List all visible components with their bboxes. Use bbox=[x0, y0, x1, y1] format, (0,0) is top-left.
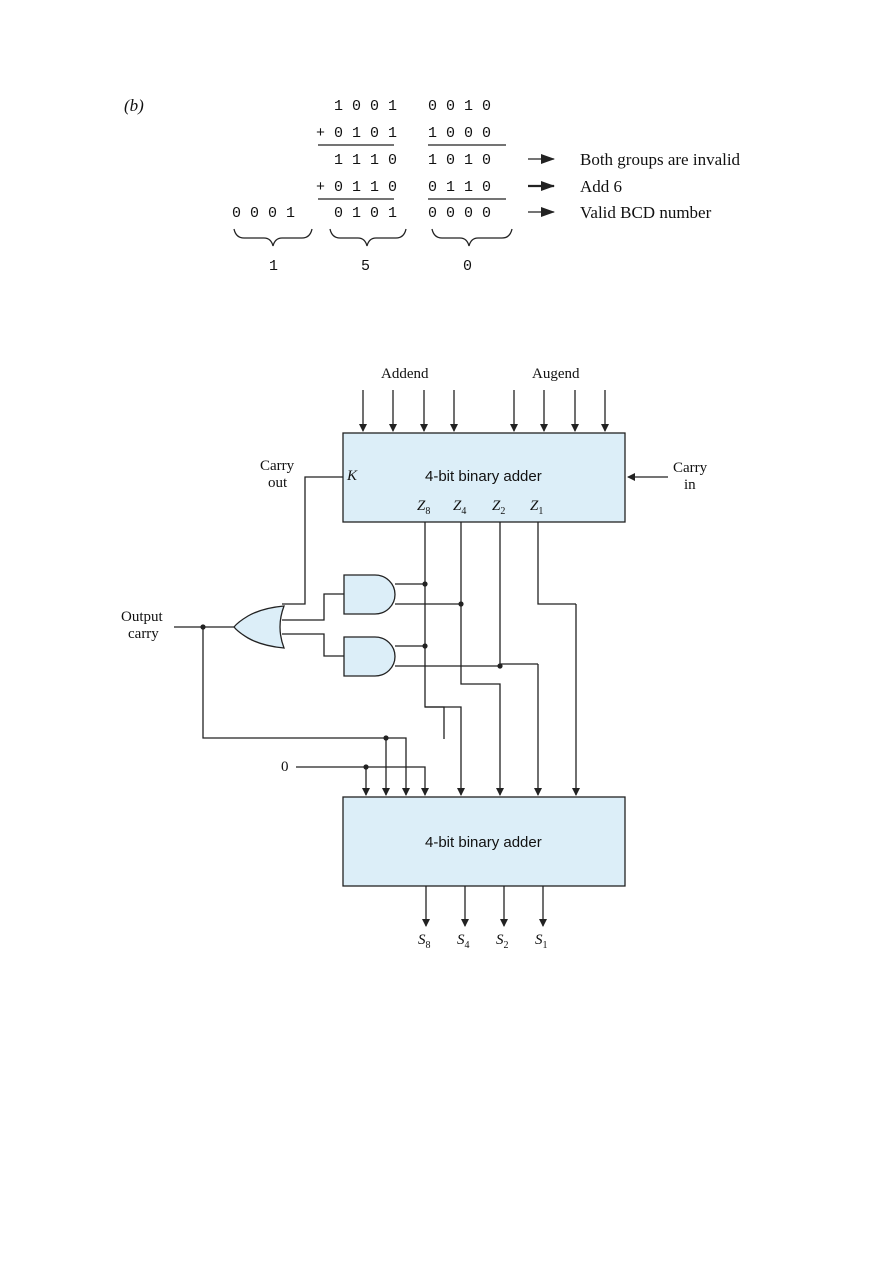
z8-label: Z8 bbox=[417, 498, 431, 517]
s8-label: S8 bbox=[418, 932, 431, 951]
bcd-row-5-note: Valid BCD number bbox=[580, 203, 712, 222]
bcd-row-3-note: Both groups are invalid bbox=[580, 150, 741, 169]
bcd-row-1-upper: 1 0 0 1 bbox=[334, 98, 398, 115]
z4-to-bottom bbox=[483, 683, 504, 796]
bcd-row-3-upper: 1 1 1 0 bbox=[334, 152, 398, 169]
z4-label: Z4 bbox=[453, 498, 467, 517]
output-carry-label-2: carry bbox=[128, 626, 159, 642]
and2-out bbox=[282, 633, 344, 657]
bcd-digit-0: 0 bbox=[463, 258, 473, 275]
z2-wire bbox=[499, 522, 538, 665]
zero-wire bbox=[296, 766, 429, 796]
k-label: K bbox=[347, 468, 358, 484]
bcd-row-5-upper: 0 1 0 1 bbox=[334, 205, 398, 222]
bcd-row-5-lower: 0 0 0 0 bbox=[428, 205, 492, 222]
part-b-label: (b) bbox=[124, 96, 144, 115]
s2-label: S2 bbox=[496, 932, 509, 951]
carry-out-label-2: out bbox=[268, 475, 288, 491]
bottom-adder-label: 4-bit binary adder bbox=[425, 834, 542, 851]
s4-label: S4 bbox=[457, 932, 470, 951]
zero-input-label: 0 bbox=[281, 759, 289, 775]
carry-in-label-2: in bbox=[684, 477, 696, 493]
junction-dots bbox=[200, 581, 503, 770]
bcd-row-2-lower: 1 0 0 0 bbox=[428, 125, 492, 142]
bcd-row-5-carry: 0 0 0 1 bbox=[232, 205, 296, 222]
and-gate-2 bbox=[343, 636, 396, 677]
bcd-row-4-lower: 0 1 1 0 bbox=[428, 179, 492, 196]
bottom-adder-block bbox=[342, 796, 626, 887]
and-gate-1 bbox=[343, 574, 396, 615]
sum-rules bbox=[318, 144, 506, 200]
addend-label: Addend bbox=[381, 366, 429, 382]
or-gate bbox=[233, 605, 285, 649]
digit-braces bbox=[233, 228, 513, 247]
bcd-row-1-lower: 0 0 1 0 bbox=[428, 98, 492, 115]
bcd-row-4-upper: + 0 1 1 0 bbox=[316, 179, 398, 196]
bcd-row-3-lower: 1 0 1 0 bbox=[428, 152, 492, 169]
top-adder-block bbox=[342, 432, 626, 523]
bcd-row-4-note: Add 6 bbox=[580, 177, 623, 196]
z4-wire bbox=[460, 522, 483, 685]
top-adder-label: 4-bit binary adder bbox=[425, 468, 542, 485]
k-wire bbox=[282, 476, 343, 605]
z2-label: Z2 bbox=[492, 498, 506, 517]
z1-label: Z1 bbox=[530, 498, 544, 517]
bcd-digit-1: 1 bbox=[269, 258, 279, 275]
carry-out-label-1: Carry bbox=[260, 458, 295, 474]
and1-out bbox=[282, 593, 344, 621]
carry-in-label-1: Carry bbox=[673, 460, 708, 476]
bcd-row-2-upper: + 0 1 0 1 bbox=[316, 125, 398, 142]
augend-label: Augend bbox=[532, 366, 580, 382]
z1-wire bbox=[537, 522, 576, 605]
s1-label: S1 bbox=[535, 932, 548, 951]
bcd-digit-5: 5 bbox=[361, 258, 371, 275]
output-carry-label-1: Output bbox=[121, 609, 163, 625]
z8-to-bottom bbox=[425, 706, 465, 796]
